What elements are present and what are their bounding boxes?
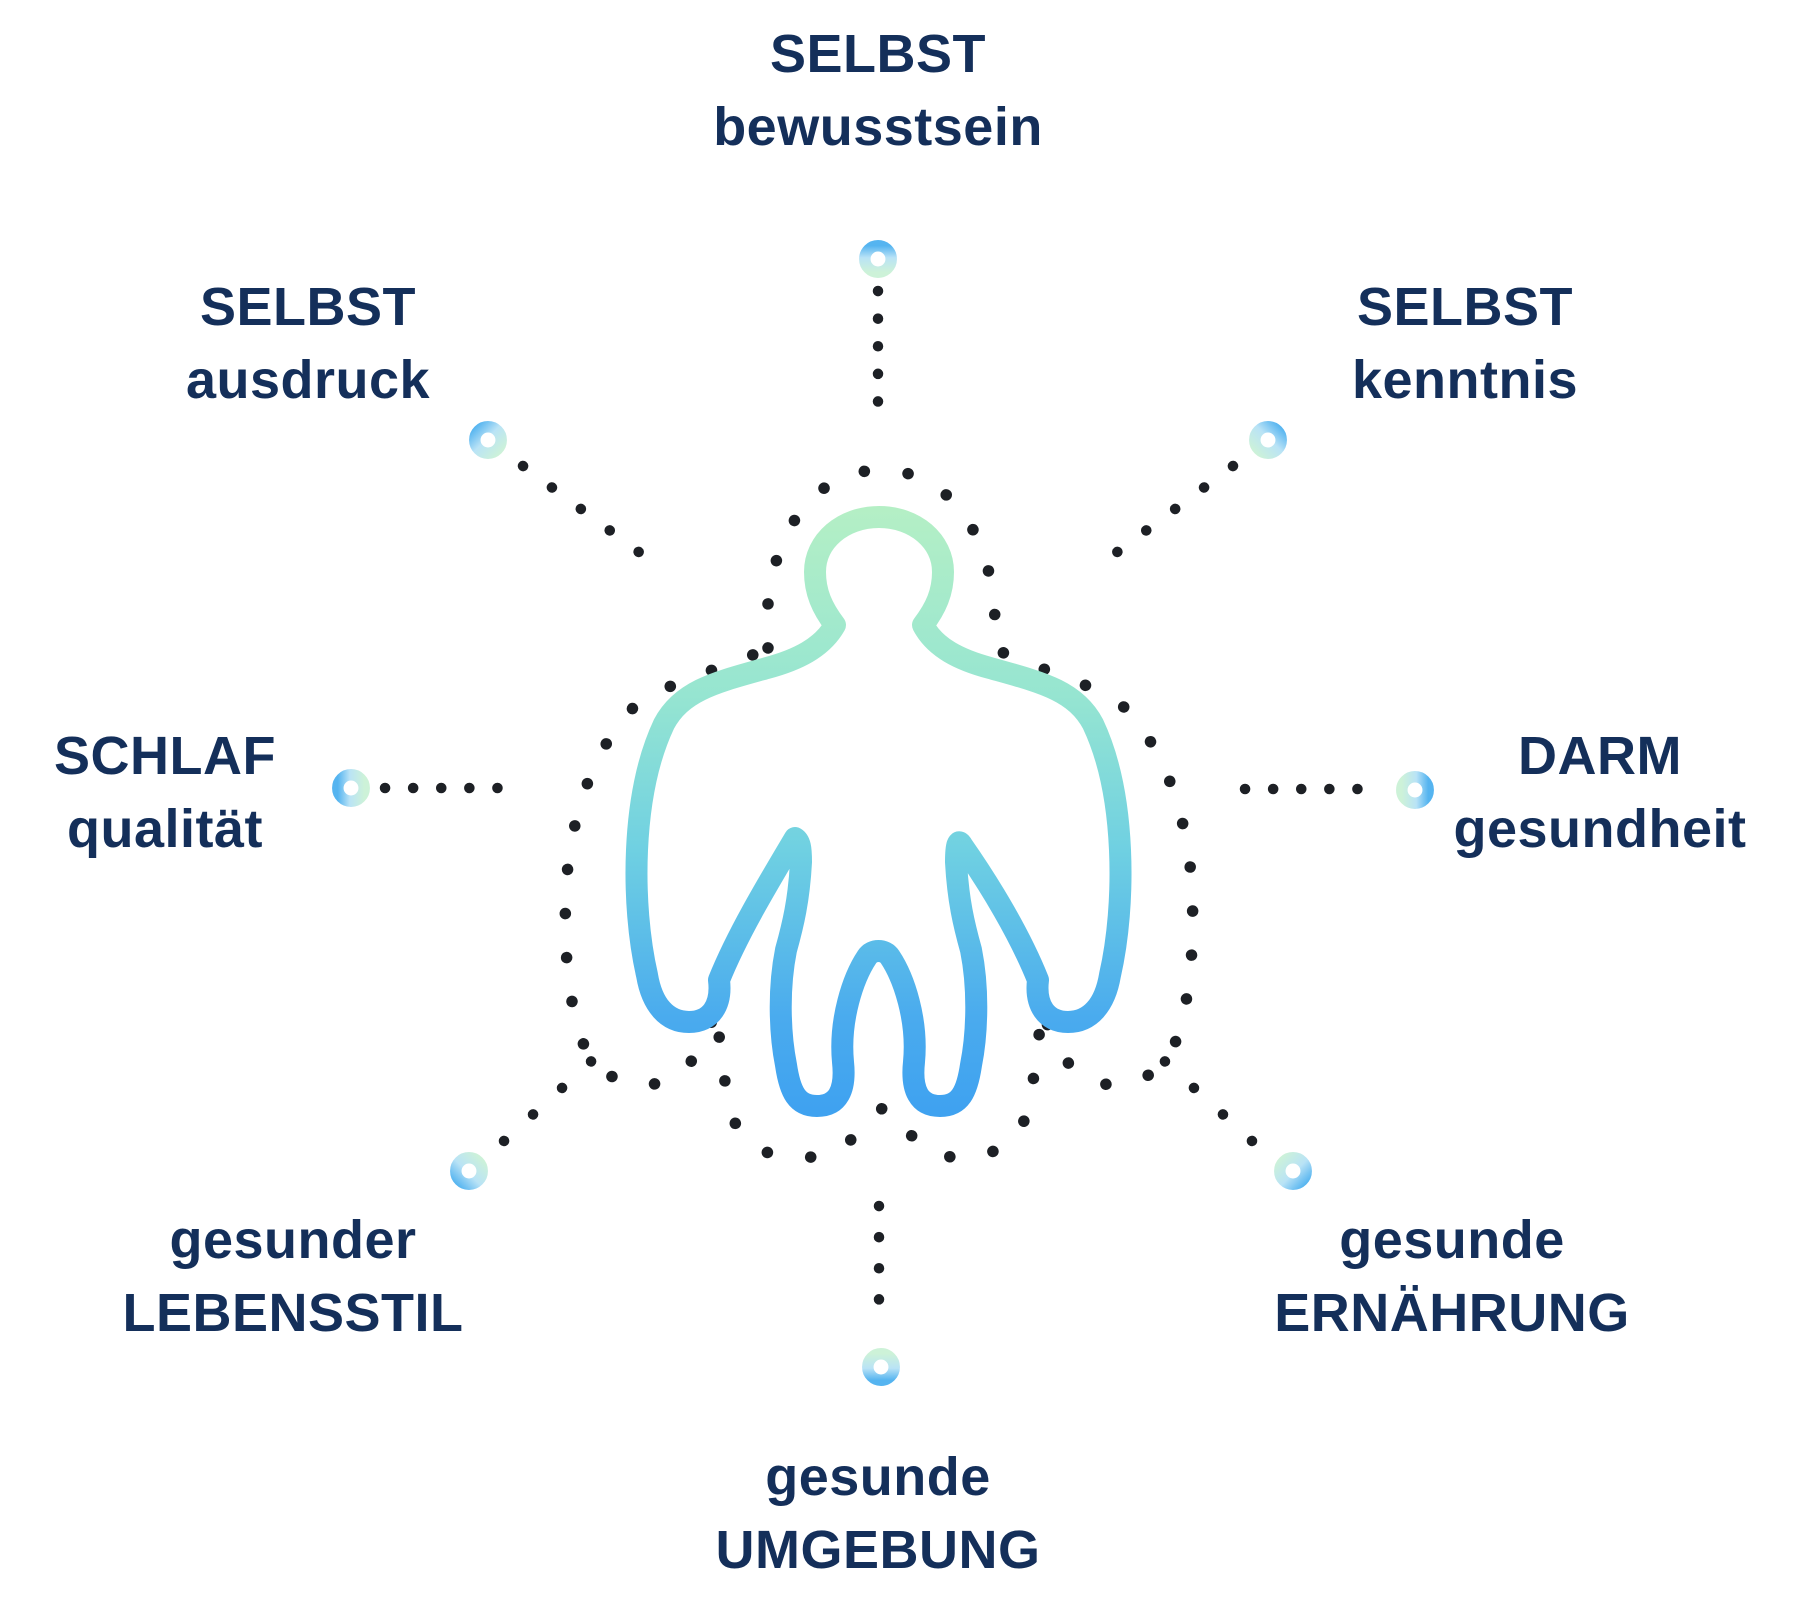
gradient-ring-icon xyxy=(859,240,897,278)
spoke-nodes xyxy=(332,240,1434,1386)
dotted-ray xyxy=(1083,460,1239,579)
gradient-ring-icon xyxy=(1274,1152,1312,1190)
label-line-secondary: qualität xyxy=(66,799,264,859)
gradient-ring-icon xyxy=(332,769,370,807)
gradient-ring-icon xyxy=(862,1348,900,1386)
label-line-primary: gesunde xyxy=(765,1447,991,1507)
label-line-secondary: gesundheit xyxy=(1453,799,1747,859)
label-healthy-nutrition: gesunde ERNÄHRUNG xyxy=(1274,1204,1630,1350)
label-line-secondary: bewusstsein xyxy=(713,97,1043,157)
label-line-secondary: kenntnis xyxy=(1351,350,1579,410)
label-line-secondary: ERNÄHRUNG xyxy=(1274,1283,1630,1343)
label-self-knowledge: SELBST kenntnis xyxy=(1352,271,1578,417)
label-healthy-environment: gesunde UMGEBUNG xyxy=(716,1441,1041,1587)
label-line-primary: SELBST xyxy=(1356,277,1574,337)
label-self-awareness: SELBST bewusstsein xyxy=(713,18,1043,164)
dotted-ray xyxy=(1130,1029,1258,1147)
label-self-expression: SELBST ausdruck xyxy=(186,271,430,417)
dotted-ray xyxy=(517,460,673,579)
label-healthy-lifestyle: gesunder LEBENSSTIL xyxy=(122,1204,463,1350)
gradient-ring-icon xyxy=(450,1152,488,1190)
label-line-primary: DARM xyxy=(1518,726,1682,786)
gradient-ring-icon xyxy=(1249,421,1287,459)
label-sleep-quality: SCHLAF qualität xyxy=(54,720,276,866)
gradient-ring-icon xyxy=(1396,771,1434,809)
dotted-silhouette-outline xyxy=(559,464,1199,1164)
label-line-secondary: LEBENSSTIL xyxy=(122,1283,464,1343)
dotted-ray xyxy=(498,1029,626,1147)
label-line-primary: SELBST xyxy=(199,277,417,337)
label-line-secondary: UMGEBUNG xyxy=(715,1520,1041,1580)
label-line-primary: SCHLAF xyxy=(54,726,276,786)
label-line-primary: gesunder xyxy=(169,1210,417,1270)
label-line-secondary: ausdruck xyxy=(185,350,431,410)
label-line-primary: SELBST xyxy=(769,24,987,84)
label-line-primary: gesunde xyxy=(1339,1210,1565,1270)
label-gut-health: DARM gesundheit xyxy=(1453,720,1746,866)
person-outline-icon xyxy=(625,506,1132,1117)
gradient-ring-icon xyxy=(469,421,507,459)
dotted-rays xyxy=(379,285,1391,1336)
